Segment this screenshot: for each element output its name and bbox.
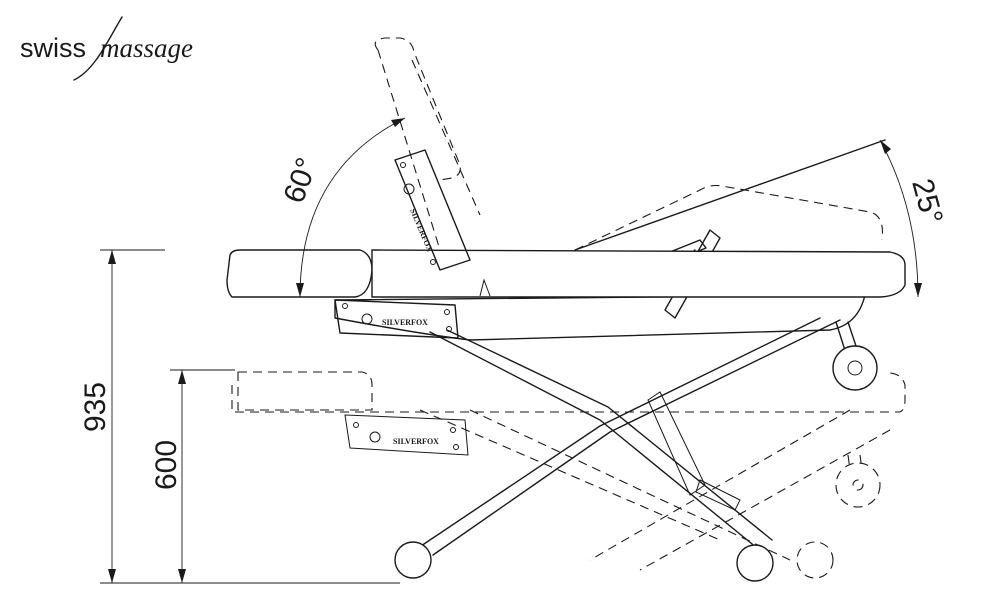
foot-right xyxy=(736,544,774,582)
low-wheel xyxy=(835,462,881,508)
low-hinge-pin xyxy=(369,431,381,443)
logo-swoosh xyxy=(73,16,123,81)
hinge-notch xyxy=(479,278,491,297)
angle-60-arrow-bottom xyxy=(296,283,304,297)
backrest-screw-2 xyxy=(430,259,436,265)
angle-25-arrow-top xyxy=(880,140,891,154)
backrest-screw-1 xyxy=(400,162,406,168)
low-leg-d xyxy=(639,429,891,571)
dim-935-label: 935 xyxy=(79,382,112,432)
dim-935-arrow-top xyxy=(108,250,116,264)
legrest-raised-line xyxy=(574,139,886,251)
foot-left xyxy=(394,541,432,579)
angle-60-label: 60° xyxy=(278,153,325,207)
backrest-pin xyxy=(403,183,415,195)
dim-600-label: 600 xyxy=(150,440,183,490)
low-plate-label: SILVERFOX xyxy=(393,437,439,446)
plate-label: SILVERFOX xyxy=(382,318,428,327)
low-foot xyxy=(796,541,834,579)
logo-word-swiss: swiss xyxy=(20,33,86,63)
dim-935-arrow-bottom xyxy=(108,569,116,583)
low-table-top xyxy=(231,372,906,413)
low-leg-c xyxy=(589,409,851,561)
leg-crossing-b-bottom xyxy=(432,319,841,556)
logo-word-massage: massage xyxy=(100,33,193,63)
low-hinge-plate xyxy=(344,414,469,456)
massage-table-high: SILVERFOX SILVERFOX SILVERFOX xyxy=(226,139,906,582)
hinge-pin xyxy=(361,313,373,325)
dim-600-arrow-top xyxy=(178,370,186,384)
low-wheel-hub xyxy=(852,479,864,491)
leg-crossing-a-bottom xyxy=(446,329,773,541)
screw-1 xyxy=(342,303,348,309)
angle-25-label: 25° xyxy=(905,175,949,227)
low-screw-2 xyxy=(450,427,456,433)
low-screw-1 xyxy=(353,422,359,428)
dimension-lines: 935 600 xyxy=(79,249,400,584)
backrest-plate-label: SILVERFOX xyxy=(408,207,434,253)
screw-2 xyxy=(444,309,450,315)
wheel xyxy=(832,345,878,391)
backrest-bracket xyxy=(394,149,471,271)
table-top xyxy=(371,249,906,298)
angle-60-arc xyxy=(299,117,406,298)
dim-600-arrow-bottom xyxy=(178,569,186,583)
alternate-positions xyxy=(231,37,906,579)
wheel-hub xyxy=(847,360,863,376)
leg-crossing-a-top xyxy=(429,331,758,549)
low-screw-3 xyxy=(453,444,459,450)
low-leg-a xyxy=(419,409,721,541)
legrest-raised-outline xyxy=(574,184,884,251)
backrest-raised-rail xyxy=(411,59,481,216)
screw-3 xyxy=(446,326,452,332)
under-frame xyxy=(334,294,866,341)
low-wheel-bracket xyxy=(847,454,863,471)
low-head-section xyxy=(237,371,373,411)
leg-crossing-b-top xyxy=(417,317,821,549)
backrest-raised-outline xyxy=(374,37,461,181)
low-leg-b xyxy=(469,409,791,561)
brand-logo: swiss massage xyxy=(20,16,193,81)
angle-25-arc xyxy=(879,139,919,298)
angle-60-arrow-top xyxy=(391,118,405,127)
low-gas-spring xyxy=(647,391,706,496)
angle-25-arrow-bottom xyxy=(914,283,922,297)
hinge-plate xyxy=(334,299,459,339)
backrest-raised-inner xyxy=(377,49,441,251)
